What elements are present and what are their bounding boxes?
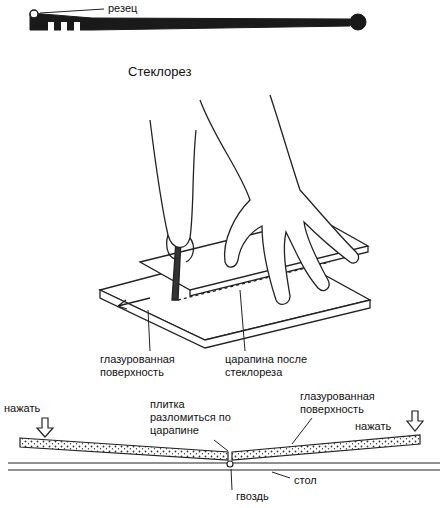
nail [227, 461, 233, 467]
leader-line [240, 290, 245, 351]
direction-arrow [118, 298, 150, 309]
cutter-in-hand [172, 240, 181, 300]
leader-line [148, 310, 150, 351]
cutter-ball [350, 14, 366, 30]
glass-cutter [30, 10, 366, 31]
leader-line [272, 472, 290, 478]
part-label: глазурованная поверхность [100, 353, 200, 379]
left-hand [150, 120, 196, 247]
part-label: гвоздь [236, 490, 296, 503]
part-label: Стеклорез [128, 64, 228, 79]
cutter-notch [74, 22, 80, 31]
table-line [8, 469, 440, 470]
part-label: глазурованная поверхность [300, 390, 410, 416]
tile-half [232, 435, 420, 460]
cutter-body [30, 13, 350, 30]
part-label: резец [108, 2, 178, 15]
tile-edge [100, 290, 370, 348]
tile-half [20, 438, 228, 460]
leader-line [40, 9, 104, 13]
leader-line [214, 440, 228, 451]
part-label: плитка разломиться по царапине [150, 398, 242, 437]
left-fingers [167, 235, 194, 262]
part-label: царапина после стеклореза [225, 353, 335, 379]
part-label: нажать [4, 402, 64, 415]
table-line [8, 462, 440, 463]
press-arrow [37, 418, 53, 437]
part-label: стол [294, 474, 344, 487]
right-hand [200, 95, 358, 304]
cutter-wheel [30, 10, 38, 18]
leader-line [231, 469, 232, 490]
press-arrow [407, 411, 423, 431]
tile-illustration [100, 95, 370, 348]
cutter-notch [61, 22, 67, 31]
cutter-notch [48, 22, 54, 31]
part-label: нажать [355, 420, 410, 433]
leader-line [292, 418, 312, 444]
